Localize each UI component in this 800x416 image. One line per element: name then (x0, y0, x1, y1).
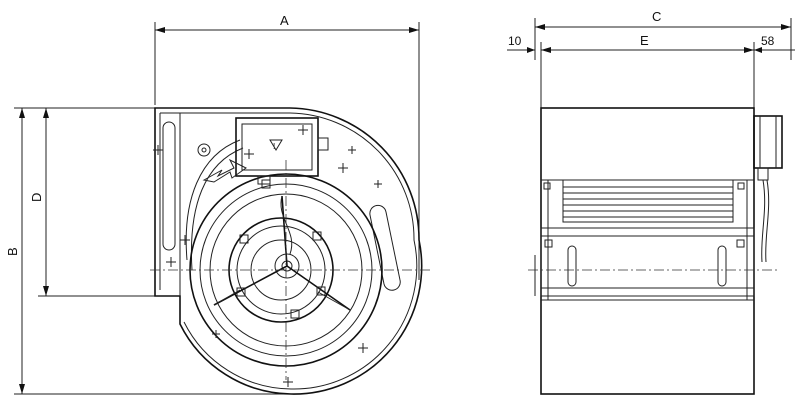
dimension-d-label: D (29, 193, 44, 202)
dimension-58-label: 58 (761, 34, 775, 48)
svg-text:!: ! (273, 142, 275, 151)
dimension-b-label: B (5, 247, 20, 256)
dimension-a-label: A (280, 13, 289, 28)
fan-front-view: ! (150, 107, 432, 395)
fan-side-view (528, 107, 783, 395)
dimension-e-label: E (640, 33, 649, 48)
dimension-c-label: C (652, 9, 661, 24)
dimension-d: D (29, 108, 160, 297)
dimension-58: 58 (754, 34, 795, 53)
dimension-c: C (534, 9, 792, 60)
dimension-e: E (540, 33, 755, 108)
dimension-10: 10 (507, 34, 535, 53)
dimension-b: B (5, 107, 290, 395)
dimension-10-label: 10 (508, 34, 522, 48)
